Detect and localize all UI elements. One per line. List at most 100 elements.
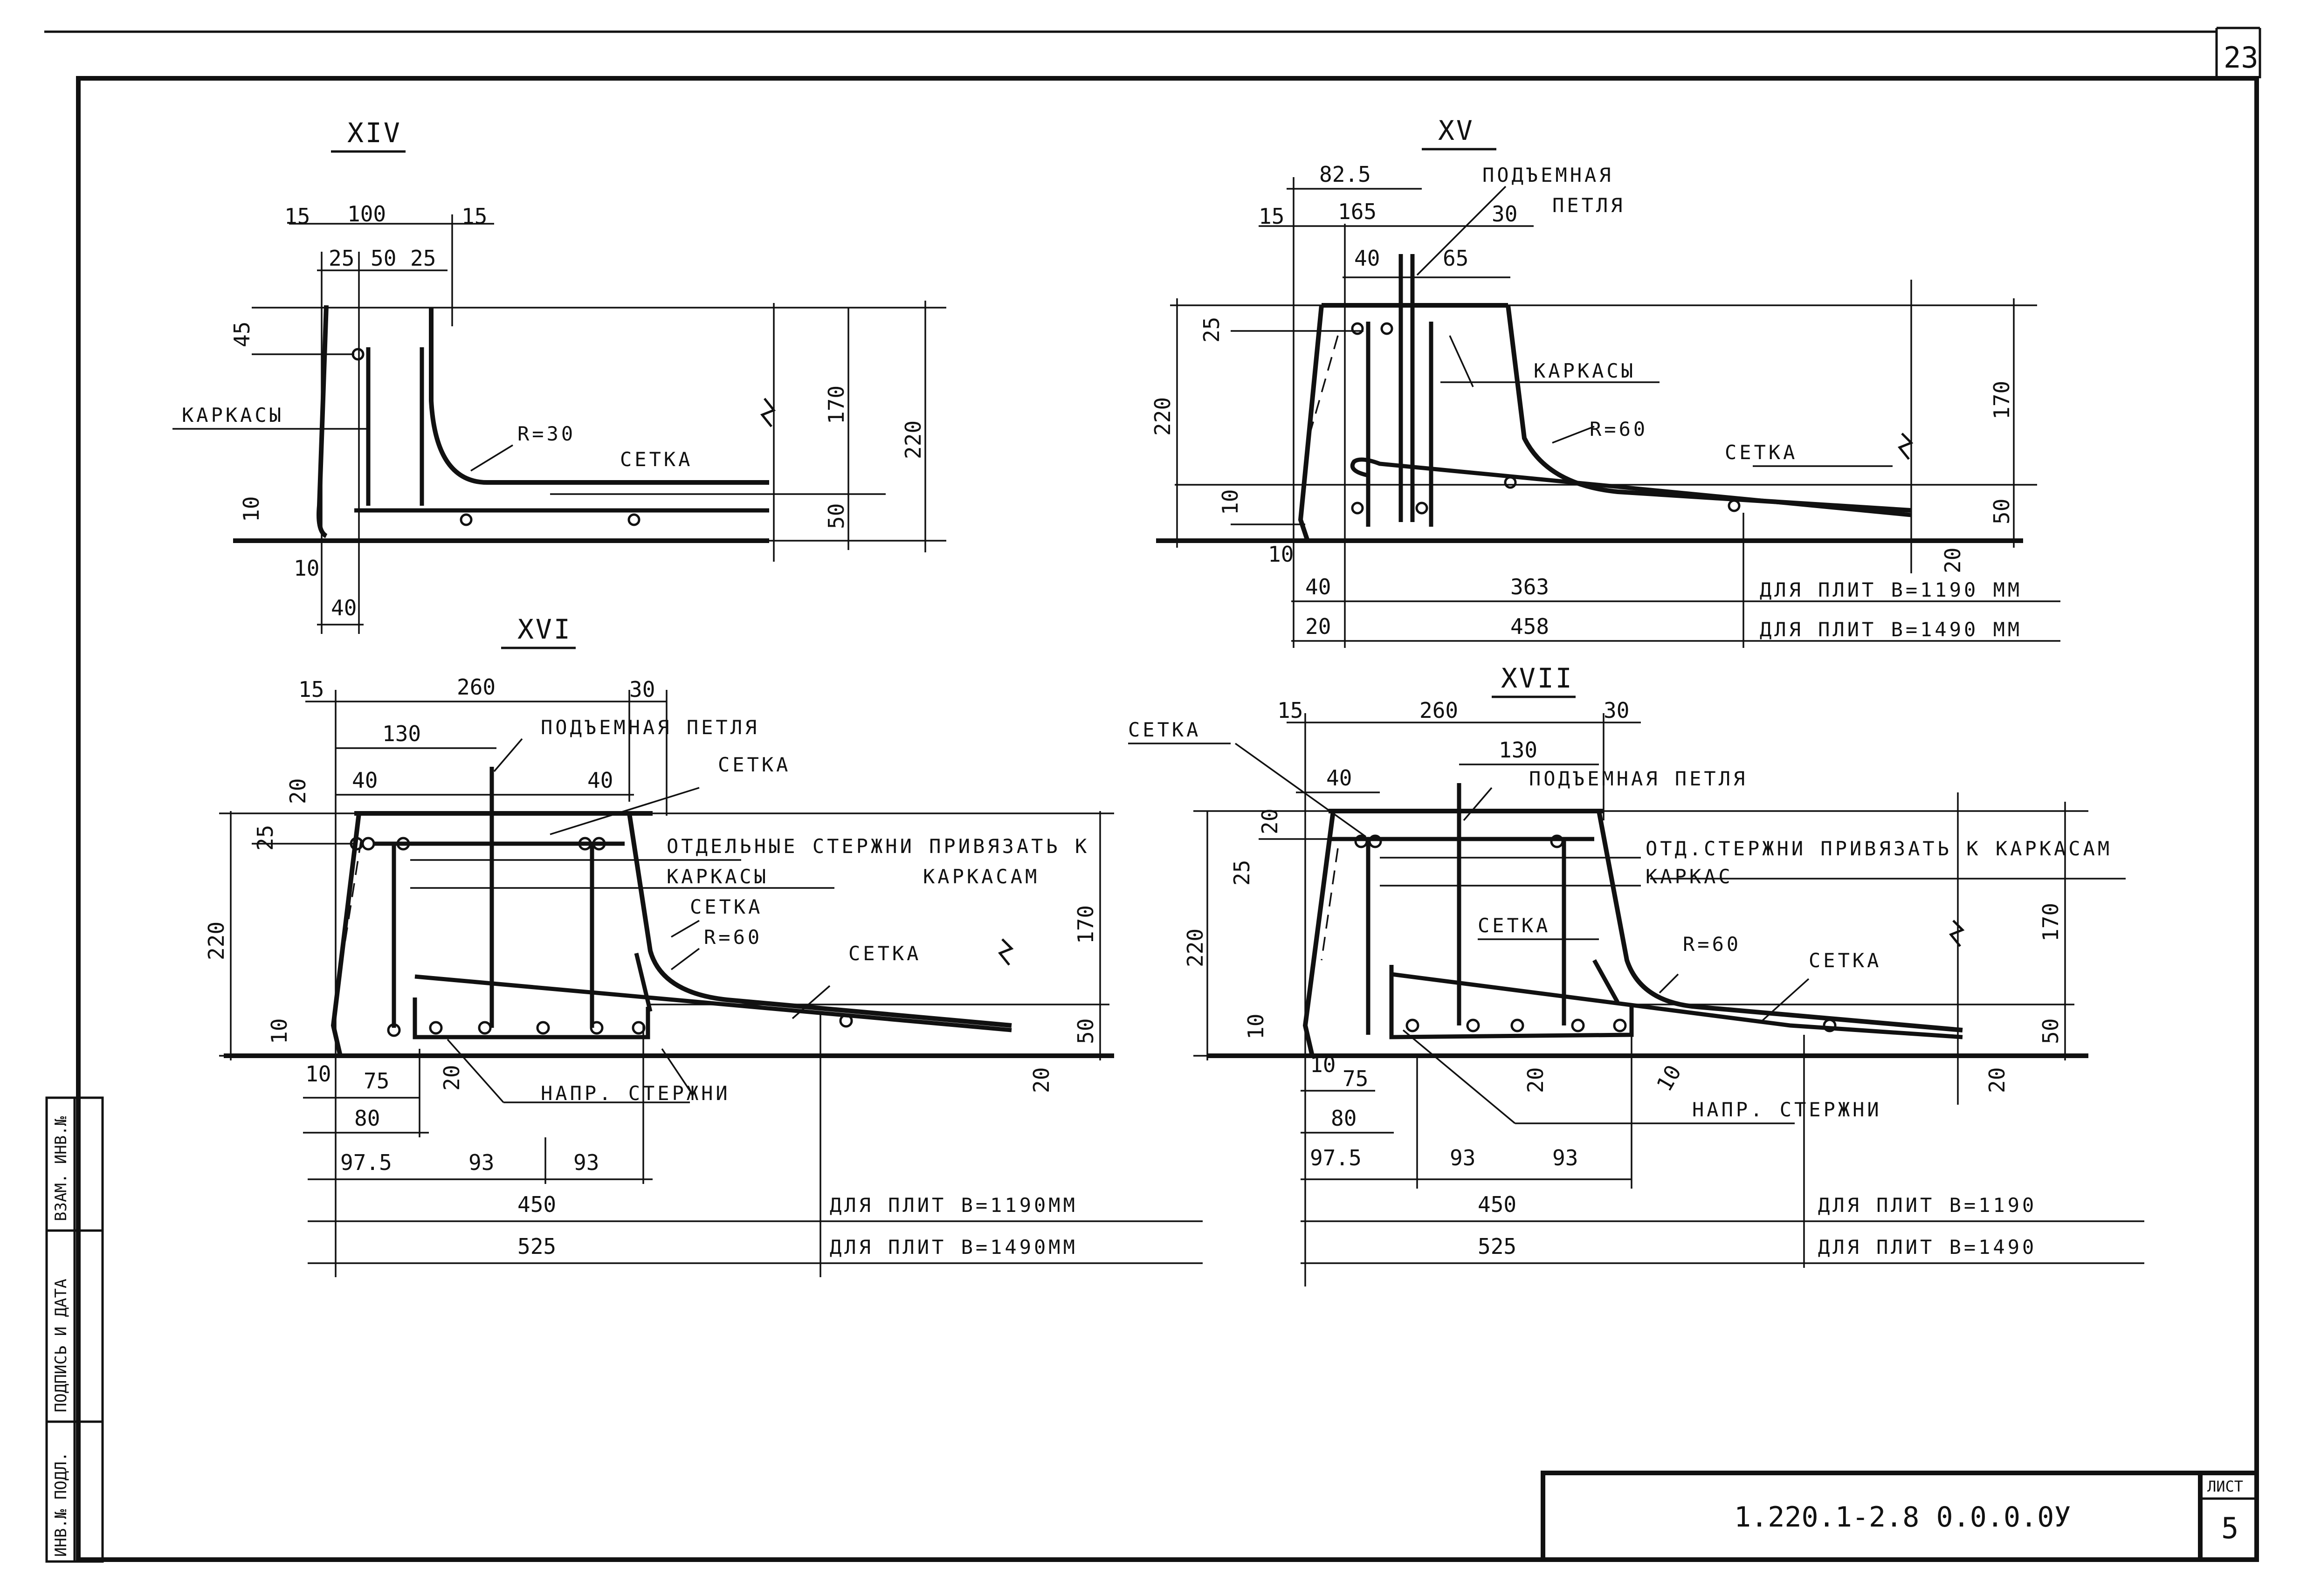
xv-dim-220: 220	[1150, 397, 1175, 436]
xvii-label-setka-3: СЕТКА	[1809, 949, 1881, 972]
xvi-dim-40b: 40	[587, 768, 613, 793]
xvii-label-radius: R=60	[1683, 933, 1741, 956]
title-block	[1541, 1471, 2259, 1562]
xvi-label-setka-3: СЕТКА	[848, 942, 921, 965]
xiv-dim-45: 45	[229, 322, 255, 347]
xvii-dim-97-5: 97.5	[1310, 1145, 1362, 1170]
page-number: 23	[2224, 41, 2259, 75]
xiv-label-karkasy: КАРКАСЫ	[182, 404, 284, 427]
xiv-dim-50: 50	[371, 246, 396, 271]
xvi-dim-30: 30	[629, 677, 655, 702]
detail-xvii-title: XVII	[1501, 662, 1574, 694]
xvi-dim-93a: 93	[468, 1150, 494, 1175]
xv-dim-25: 25	[1199, 317, 1224, 343]
xvi-dim-220: 220	[204, 922, 229, 960]
detail-xv-title: XV	[1438, 115, 1474, 146]
xvii-dim-93b: 93	[1552, 1145, 1578, 1170]
xvii-dim-15: 15	[1277, 698, 1303, 723]
xvi-dim-10a: 10	[267, 1018, 292, 1044]
detail-xvii: XVII	[1128, 662, 2144, 1286]
xv-label-radius: R=60	[1590, 418, 1648, 440]
xvii-dim-10b: 10	[1310, 1052, 1336, 1077]
detail-xiv-title: XIV	[347, 117, 402, 149]
xvi-label-setka-2: СЕТКА	[690, 895, 763, 918]
sheet-frame	[44, 27, 2261, 1562]
xiv-label-setka: СЕТКА	[620, 448, 693, 471]
xiv-dim-10a: 10	[239, 496, 264, 522]
detail-xvi: XVI	[204, 613, 1203, 1277]
xvi-dim-93b: 93	[573, 1150, 599, 1175]
xvi-dim-20b: 20	[439, 1065, 464, 1091]
xvii-label-karkas: КАРКАС	[1646, 865, 1733, 888]
xiv-dim-50b: 50	[824, 503, 849, 529]
xvii-dim-450: 450	[1478, 1192, 1516, 1217]
xv-label-loop-2: ПЕТЛЯ	[1552, 194, 1625, 217]
xiv-dim-10b: 10	[294, 556, 319, 581]
xiv-dim-100: 100	[347, 201, 386, 227]
sheet-label: ЛИСТ	[2207, 1478, 2243, 1495]
xvii-dim-93a: 93	[1450, 1145, 1475, 1170]
xvi-label-rods-note: ОТДЕЛЬНЫЕ СТЕРЖНИ ПРИВЯЗАТЬ К	[667, 835, 1089, 858]
xvii-dim-75: 75	[1343, 1066, 1368, 1091]
xvii-dim-20c: 20	[1984, 1067, 2010, 1093]
xvi-label-karkasam: КАРКАСАМ	[923, 865, 1040, 888]
xv-dim-165: 165	[1338, 199, 1377, 224]
xvi-dim-80: 80	[354, 1106, 380, 1131]
xv-note-1190: ДЛЯ ПЛИТ В=1190 ММ	[1760, 578, 2022, 601]
xvii-dim-30: 30	[1604, 698, 1629, 723]
xvi-dim-130: 130	[382, 721, 421, 746]
xv-dim-30: 30	[1492, 201, 1517, 227]
xvi-label-rods: НАПР. СТЕРЖНИ	[541, 1082, 730, 1105]
detail-xvi-title: XVI	[517, 613, 572, 645]
xiv-dim-170: 170	[824, 385, 849, 424]
xvii-label-loop: ПОДЪЕМНАЯ ПЕТЛЯ	[1529, 767, 1748, 790]
xiv-dim-40: 40	[331, 595, 357, 620]
xvi-dim-50: 50	[1073, 1018, 1098, 1044]
xvii-label-setka-2: СЕТКА	[1478, 914, 1550, 937]
xvi-label-karkasy: КАРКАСЫ	[667, 865, 769, 888]
xvi-dim-25: 25	[253, 825, 278, 851]
xvii-dim-525: 525	[1478, 1234, 1516, 1259]
xvii-note-1190: ДЛЯ ПЛИТ В=1190	[1818, 1194, 2037, 1217]
xvi-note-1190: ДЛЯ ПЛИТ В=1190ММ	[830, 1194, 1078, 1217]
side-stamp-vzam: ВЗАМ. ИНВ.№	[52, 1116, 70, 1221]
side-stamp-inv: ИНВ.№ ПОДЛ.	[52, 1452, 70, 1557]
xvi-label-setka-1: СЕТКА	[718, 753, 791, 776]
side-stamp: ИНВ.№ ПОДЛ. ПОДПИСЬ И ДАТА ВЗАМ. ИНВ.№	[45, 1096, 104, 1563]
xv-dim-10b: 10	[1268, 542, 1294, 567]
xvii-label-rods-note: ОТД.СТЕРЖНИ ПРИВЯЗАТЬ К КАРКАСАМ	[1646, 837, 2112, 860]
detail-xiv: XIV 15 100 15 25 50 25 45 10	[172, 117, 946, 634]
xv-dim-20b: 20	[1940, 548, 1965, 573]
xvi-label-loop: ПОДЪЕМНАЯ ПЕТЛЯ	[541, 716, 759, 739]
xiv-dim-25b: 25	[410, 246, 436, 271]
xvii-dim-20b: 20	[1523, 1067, 1548, 1093]
xvii-dim-10a: 10	[1243, 1014, 1268, 1039]
xvii-dim-260: 260	[1419, 698, 1458, 723]
xiv-dim-220: 220	[901, 420, 926, 459]
xvi-dim-260: 260	[457, 674, 496, 700]
xvii-dim-80: 80	[1331, 1106, 1357, 1131]
xvi-dim-75: 75	[364, 1068, 389, 1094]
xvii-dim-50: 50	[2038, 1018, 2063, 1044]
xv-label-loop-1: ПОДЪЕМНАЯ	[1482, 164, 1614, 186]
xvii-label-setka-1: СЕТКА	[1128, 718, 1201, 741]
xiv-dim-15a: 15	[284, 204, 310, 229]
xiv-dim-15b: 15	[461, 204, 487, 229]
stamp-code: 1.220.1-2.8 0.0.0.0У	[1734, 1501, 2071, 1534]
xv-label-karkasy: КАРКАСЫ	[1534, 359, 1636, 382]
xiv-label-radius: R=30	[517, 422, 576, 445]
xv-dim-10a: 10	[1218, 489, 1243, 515]
xvi-note-1490: ДЛЯ ПЛИТ В=1490ММ	[830, 1236, 1078, 1259]
side-stamp-sign: ПОДПИСЬ И ДАТА	[52, 1279, 70, 1412]
xvi-dim-170: 170	[1073, 905, 1098, 944]
xv-dim-20: 20	[1305, 614, 1331, 639]
xvii-dim-130: 130	[1499, 737, 1537, 763]
xvii-label-rods: НАПР. СТЕРЖНИ	[1692, 1098, 1882, 1121]
xvii-note-1490: ДЛЯ ПЛИТ В=1490	[1818, 1236, 2037, 1259]
xv-label-setka: СЕТКА	[1725, 441, 1797, 464]
xvii-dim-220: 220	[1183, 929, 1208, 967]
xv-dim-15: 15	[1259, 204, 1284, 229]
xv-dim-170: 170	[1989, 381, 2014, 420]
xvi-dim-15: 15	[298, 677, 324, 702]
